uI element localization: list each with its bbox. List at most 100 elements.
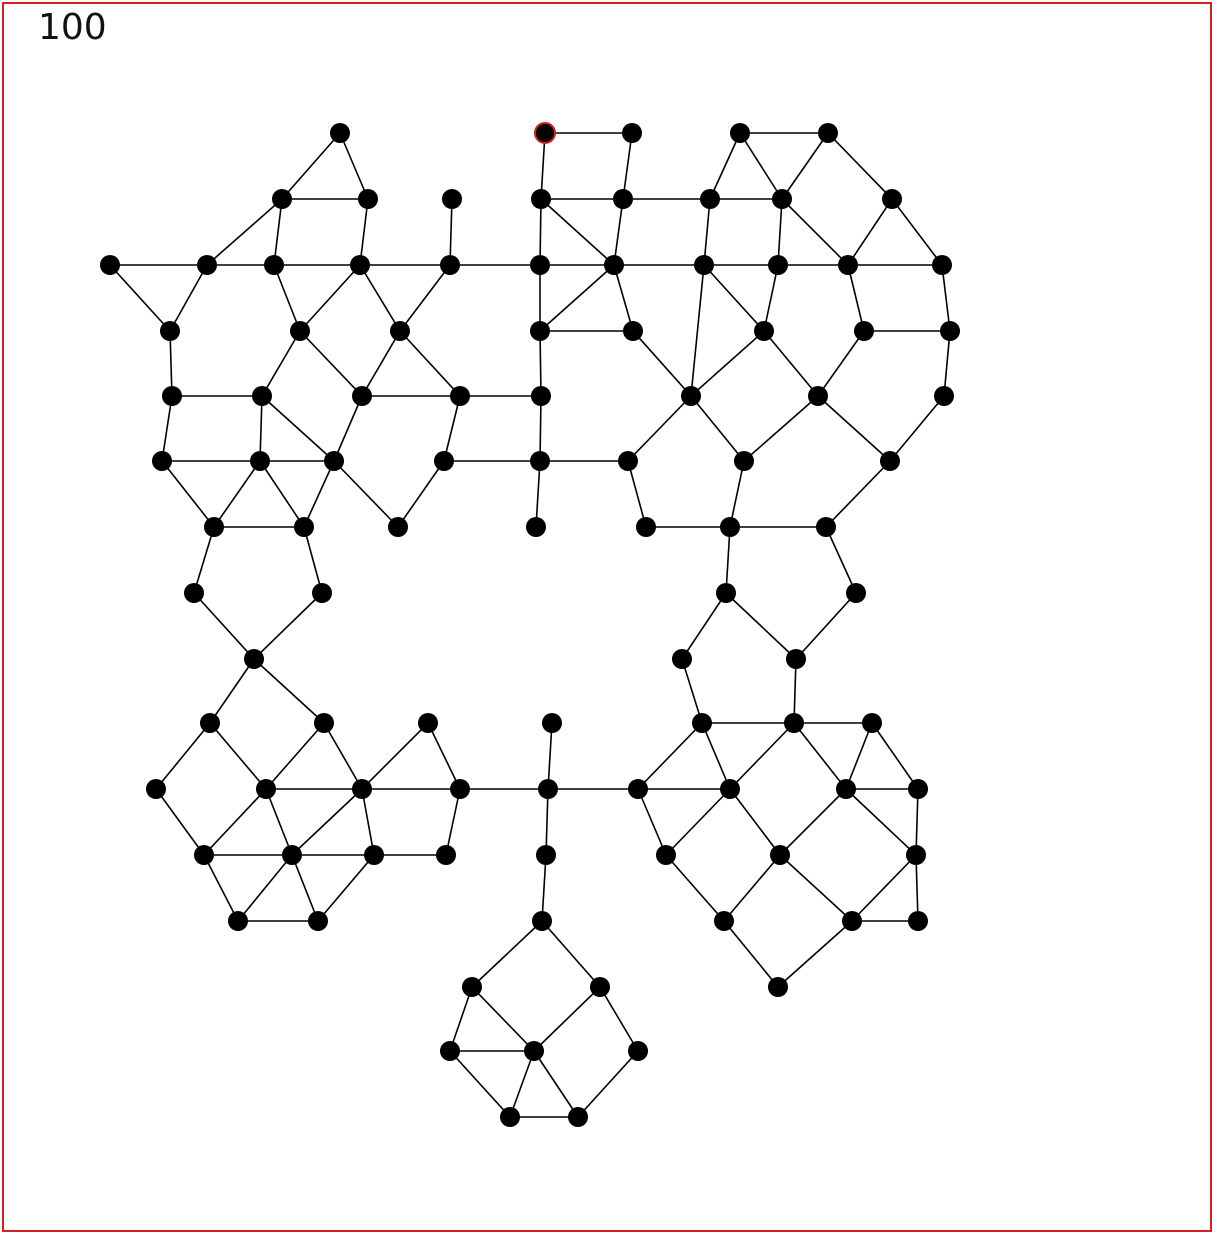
graph-node[interactable] bbox=[531, 189, 551, 209]
graph-node[interactable] bbox=[854, 321, 874, 341]
graph-node[interactable] bbox=[628, 1041, 648, 1061]
graph-node[interactable] bbox=[524, 1041, 544, 1061]
graph-node[interactable] bbox=[714, 911, 734, 931]
graph-node[interactable] bbox=[358, 189, 378, 209]
graph-node[interactable] bbox=[623, 321, 643, 341]
graph-node[interactable] bbox=[530, 255, 550, 275]
graph-node[interactable] bbox=[228, 911, 248, 931]
graph-node[interactable] bbox=[880, 451, 900, 471]
graph-node[interactable] bbox=[862, 713, 882, 733]
graph-node[interactable] bbox=[252, 386, 272, 406]
graph-node[interactable] bbox=[932, 255, 952, 275]
graph-node[interactable] bbox=[694, 255, 714, 275]
graph-node[interactable] bbox=[162, 386, 182, 406]
graph-node[interactable] bbox=[532, 911, 552, 931]
graph-node[interactable] bbox=[530, 321, 550, 341]
graph-node[interactable] bbox=[692, 713, 712, 733]
graph-node[interactable] bbox=[838, 255, 858, 275]
graph-node[interactable] bbox=[272, 189, 292, 209]
graph-node[interactable] bbox=[786, 649, 806, 669]
graph-node[interactable] bbox=[672, 649, 692, 669]
graph-node-selected[interactable] bbox=[534, 122, 556, 144]
graph-node[interactable] bbox=[768, 977, 788, 997]
graph-node[interactable] bbox=[526, 517, 546, 537]
graph-node[interactable] bbox=[908, 779, 928, 799]
graph-node[interactable] bbox=[536, 845, 556, 865]
graph-node[interactable] bbox=[312, 583, 332, 603]
graph-node[interactable] bbox=[290, 321, 310, 341]
graph-node[interactable] bbox=[264, 255, 284, 275]
graph-node[interactable] bbox=[390, 321, 410, 341]
graph-node[interactable] bbox=[846, 583, 866, 603]
graph-node[interactable] bbox=[314, 713, 334, 733]
graph-node[interactable] bbox=[146, 779, 166, 799]
graph-node[interactable] bbox=[618, 451, 638, 471]
graph-node[interactable] bbox=[734, 451, 754, 471]
graph-node[interactable] bbox=[628, 779, 648, 799]
graph-node[interactable] bbox=[816, 517, 836, 537]
graph-node[interactable] bbox=[152, 451, 172, 471]
graph-node[interactable] bbox=[730, 123, 750, 143]
graph-node[interactable] bbox=[622, 123, 642, 143]
graph-node[interactable] bbox=[531, 386, 551, 406]
graph-node[interactable] bbox=[934, 386, 954, 406]
graph-node[interactable] bbox=[308, 911, 328, 931]
graph-node[interactable] bbox=[906, 845, 926, 865]
graph-node[interactable] bbox=[772, 189, 792, 209]
graph-node[interactable] bbox=[716, 583, 736, 603]
graph-node[interactable] bbox=[882, 189, 902, 209]
graph-node[interactable] bbox=[256, 779, 276, 799]
graph-node[interactable] bbox=[940, 321, 960, 341]
graph-node[interactable] bbox=[442, 189, 462, 209]
graph-node[interactable] bbox=[364, 845, 384, 865]
graph-node[interactable] bbox=[160, 321, 180, 341]
graph-node[interactable] bbox=[784, 713, 804, 733]
graph-node[interactable] bbox=[462, 977, 482, 997]
graph-node[interactable] bbox=[720, 517, 740, 537]
graph-node[interactable] bbox=[568, 1107, 588, 1127]
graph-node[interactable] bbox=[842, 911, 862, 931]
graph-node[interactable] bbox=[440, 1041, 460, 1061]
graph-node[interactable] bbox=[250, 451, 270, 471]
graph-node[interactable] bbox=[770, 845, 790, 865]
graph-node[interactable] bbox=[768, 255, 788, 275]
graph-node[interactable] bbox=[450, 386, 470, 406]
graph-node[interactable] bbox=[100, 255, 120, 275]
graph-node[interactable] bbox=[836, 779, 856, 799]
graph-node[interactable] bbox=[294, 517, 314, 537]
graph-node[interactable] bbox=[613, 189, 633, 209]
graph-node[interactable] bbox=[388, 517, 408, 537]
graph-node[interactable] bbox=[244, 649, 264, 669]
graph-node[interactable] bbox=[530, 451, 550, 471]
graph-node[interactable] bbox=[700, 189, 720, 209]
graph-node[interactable] bbox=[352, 386, 372, 406]
graph-node[interactable] bbox=[197, 255, 217, 275]
graph-node[interactable] bbox=[500, 1107, 520, 1127]
graph-node[interactable] bbox=[330, 123, 350, 143]
graph-node[interactable] bbox=[808, 386, 828, 406]
graph-node[interactable] bbox=[590, 977, 610, 997]
graph-node[interactable] bbox=[450, 779, 470, 799]
graph-node[interactable] bbox=[440, 255, 460, 275]
graph-node[interactable] bbox=[352, 779, 372, 799]
graph-node[interactable] bbox=[656, 845, 676, 865]
graph-node[interactable] bbox=[754, 321, 774, 341]
graph-node[interactable] bbox=[184, 583, 204, 603]
graph-node[interactable] bbox=[436, 845, 456, 865]
graph-node[interactable] bbox=[324, 451, 344, 471]
graph-node[interactable] bbox=[818, 123, 838, 143]
graph-node[interactable] bbox=[636, 517, 656, 537]
graph-node[interactable] bbox=[282, 845, 302, 865]
graph-node[interactable] bbox=[720, 779, 740, 799]
graph-node[interactable] bbox=[604, 255, 624, 275]
graph-node[interactable] bbox=[681, 386, 701, 406]
graph-node[interactable] bbox=[350, 255, 370, 275]
graph-node[interactable] bbox=[542, 713, 562, 733]
graph-node[interactable] bbox=[204, 517, 224, 537]
graph-node[interactable] bbox=[908, 911, 928, 931]
graph-node[interactable] bbox=[200, 713, 220, 733]
graph-node[interactable] bbox=[418, 713, 438, 733]
graph-node[interactable] bbox=[538, 779, 558, 799]
graph-node[interactable] bbox=[194, 845, 214, 865]
